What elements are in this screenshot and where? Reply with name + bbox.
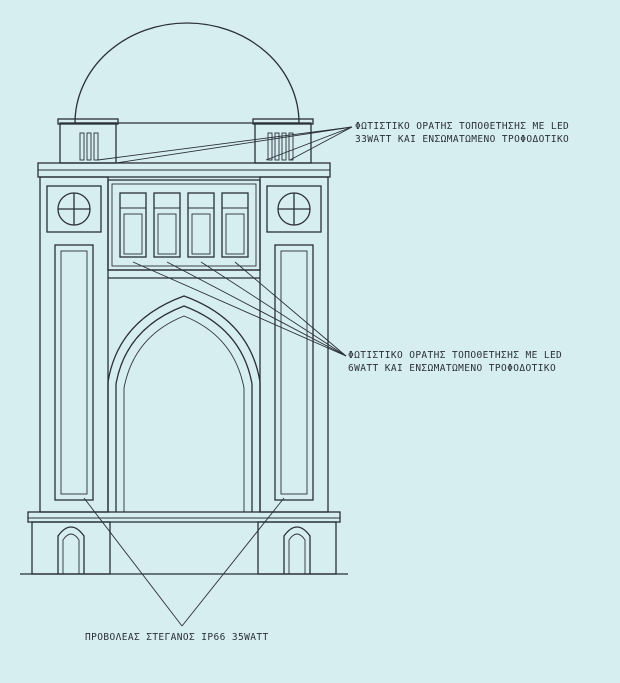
dome xyxy=(74,22,300,124)
attic-niches xyxy=(119,192,249,258)
right-cap xyxy=(252,118,314,164)
label-led-33w: ΦΩΤΙΣΤΙΚΟ ΟΡΑΤΗΣ ΤΟΠΟΘΕΤΗΣΗΣ ΜΕ LED 33WA… xyxy=(355,120,569,146)
label-floodlight: ΠΡΟΒΟΛΕΑΣ ΣΤΕΓΑΝΟΣ IP66 35WATT xyxy=(85,632,269,643)
leader-lines-bottom xyxy=(83,497,285,627)
label-led-6w-line1: ΦΩΤΙΣΤΙΚΟ ΟΡΑΤΗΣ ΤΟΠΟΘΕΤΗΣΗΣ ΜΕ LED xyxy=(348,350,563,361)
right-pier xyxy=(259,176,329,513)
label-led-33w-line2: 33WATT ΚΑΙ ΕΝΣΩΜΑΤΩΜΕΝΟ ΤΡΟΦΟΔΟΤΙΚΟ xyxy=(355,134,570,145)
left-pier xyxy=(39,176,109,513)
left-cap xyxy=(57,118,119,164)
leader-lines-top xyxy=(97,126,353,164)
label-led-33w-line1: ΦΩΤΙΣΤΙΚΟ ΟΡΑΤΗΣ ΤΟΠΟΘΕΤΗΣΗΣ ΜΕ LED xyxy=(355,121,570,132)
label-led-6w-line2: 6WATT ΚΑΙ ΕΝΣΩΜΑΤΩΜΕΝΟ ΤΡΟΦΟΔΟΤΙΚΟ xyxy=(348,363,557,374)
attic-panel xyxy=(107,179,261,271)
pointed-arch xyxy=(107,295,261,512)
base xyxy=(20,511,348,575)
leader-lines-mid xyxy=(132,261,347,357)
label-led-6w: ΦΩΤΙΣΤΙΚΟ ΟΡΑΤΗΣ ΤΟΠΟΘΕΤΗΣΗΣ ΜΕ LED 6WAT… xyxy=(348,349,562,375)
